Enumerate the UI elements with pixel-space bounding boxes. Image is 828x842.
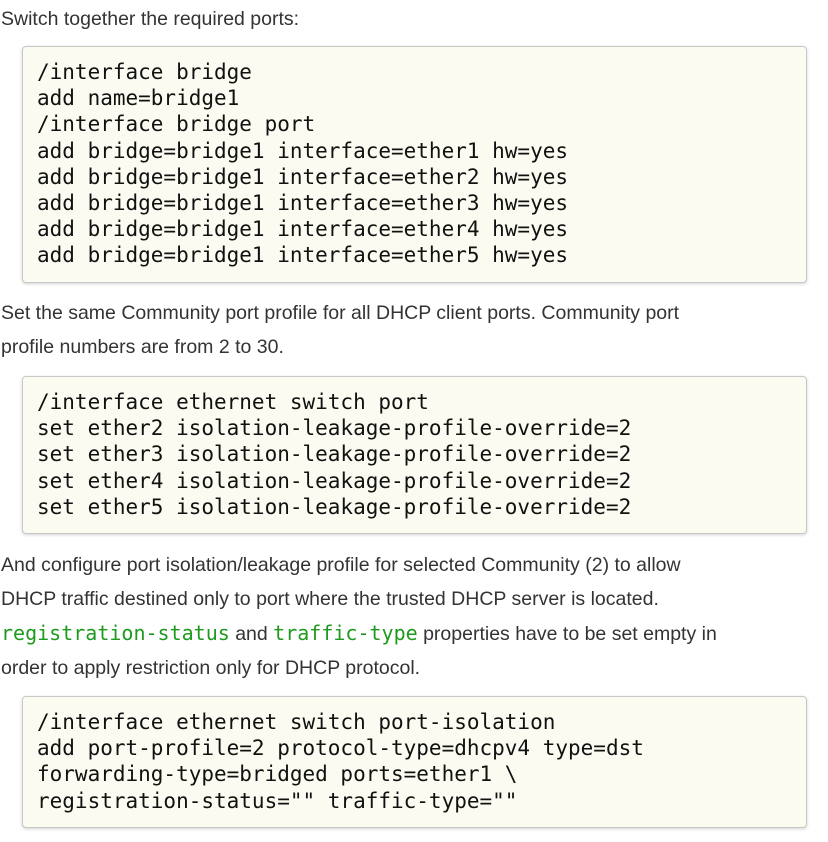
code-line: set ether5 isolation-leakage-profile-ove… — [37, 494, 632, 519]
code-line: add bridge=bridge1 interface=ether3 hw=y… — [37, 191, 569, 216]
paragraph-isolation-profile: And configure port isolation/leakage pro… — [1, 548, 717, 685]
paragraph-line: Set the same Community port profile for … — [1, 302, 680, 324]
paragraph-line: profile numbers are from 2 to 30. — [1, 336, 284, 358]
code-line: set ether4 isolation-leakage-profile-ove… — [37, 468, 632, 493]
paragraph-community-profile: Set the same Community port profile for … — [1, 296, 679, 364]
code-line: add port-profile=2 protocol-type=dhcpv4 … — [37, 736, 644, 761]
code-content-port-isolation: /interface ethernet switch port-isolatio… — [37, 709, 806, 814]
code-line: /interface ethernet switch port-isolatio… — [37, 710, 556, 734]
code-line: forwarding-type=bridged ports=ether1 \ — [37, 762, 518, 787]
inline-code-registration-status: registration-status — [1, 621, 230, 645]
code-line: /interface ethernet switch port — [37, 390, 429, 414]
code-line: add bridge=bridge1 interface=ether4 hw=y… — [37, 217, 569, 242]
inline-text: properties have to be set empty in — [417, 623, 717, 645]
inline-text: and — [229, 623, 274, 645]
intro-text: Switch together the required ports: — [1, 8, 300, 30]
code-line: set ether2 isolation-leakage-profile-ove… — [37, 416, 632, 441]
code-line: set ether3 isolation-leakage-profile-ove… — [37, 442, 632, 467]
code-block-port-isolation: /interface ethernet switch port-isolatio… — [22, 696, 807, 828]
inline-code-traffic-type: traffic-type — [273, 621, 418, 645]
paragraph-line: DHCP traffic destined only to port where… — [1, 588, 659, 610]
paragraph-line-with-code: registration-status and traffic-type pro… — [1, 616, 717, 651]
code-line: /interface bridge — [37, 60, 252, 84]
code-line: /interface bridge port — [37, 112, 316, 137]
code-line: add bridge=bridge1 interface=ether1 hw=y… — [37, 138, 569, 163]
paragraph-line: order to apply restriction only for DHCP… — [1, 657, 421, 679]
code-line: add bridge=bridge1 interface=ether2 hw=y… — [37, 164, 569, 189]
code-line: add name=bridge1 — [37, 86, 240, 111]
code-line: registration-status="" traffic-type="" — [37, 788, 518, 813]
code-line: add bridge=bridge1 interface=ether5 hw=y… — [37, 243, 569, 268]
paragraph-line: And configure port isolation/leakage pro… — [1, 554, 681, 576]
